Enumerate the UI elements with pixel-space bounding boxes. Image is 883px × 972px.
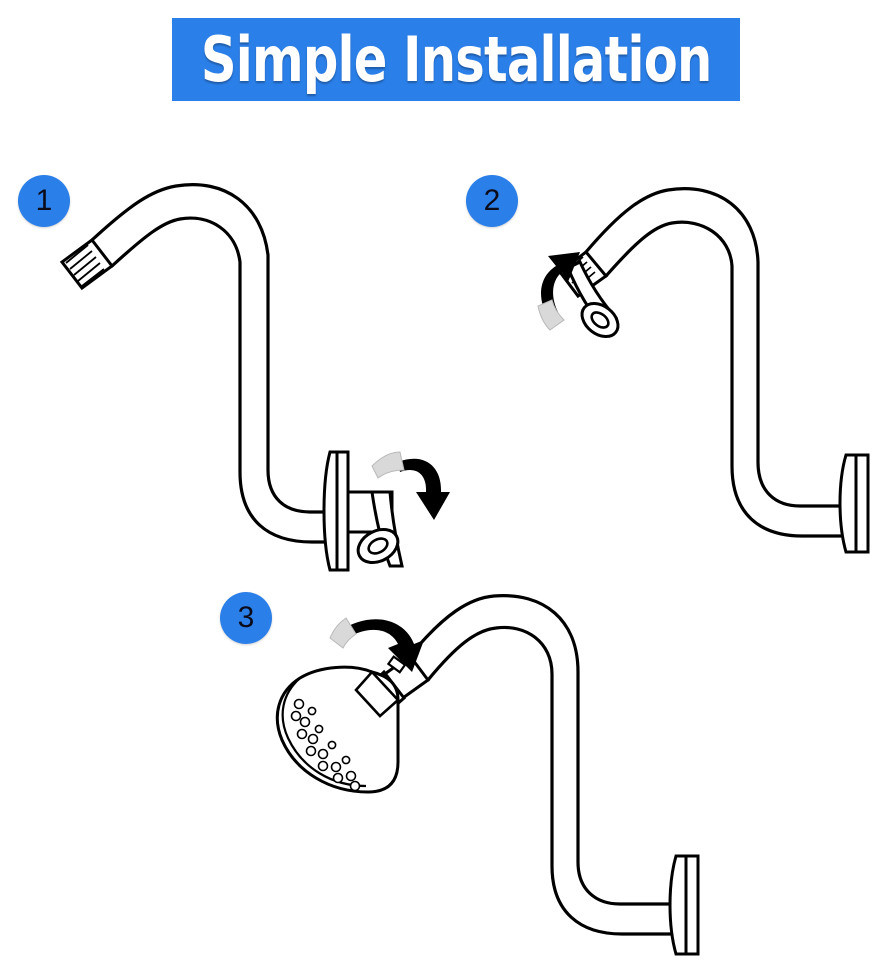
wall-flange-step1 [322, 450, 350, 572]
step-number-2: 2 [483, 184, 501, 217]
step-badge-3: 3 [220, 592, 272, 644]
teflon-tape-roll-step1 [356, 490, 404, 568]
step-badge-1: 1 [18, 175, 70, 227]
rotation-arrow-step1 [371, 451, 450, 520]
step-number-1: 1 [35, 184, 53, 217]
title-banner: Simple Installation [172, 18, 740, 101]
threaded-end-step1 [59, 237, 115, 291]
shower-head-nozzles [290, 698, 361, 792]
step-number-3: 3 [237, 601, 255, 634]
rotation-arrow-step2 [537, 252, 580, 331]
step-badge-2: 2 [466, 175, 518, 227]
teflon-tape-roll-step2 [566, 259, 620, 339]
page-title: Simple Installation [200, 22, 712, 96]
rotation-arrow-step3 [329, 617, 424, 672]
wall-flange-step2 [838, 453, 870, 554]
shower-head-step3 [275, 665, 400, 794]
wall-flange-step3 [668, 854, 700, 956]
